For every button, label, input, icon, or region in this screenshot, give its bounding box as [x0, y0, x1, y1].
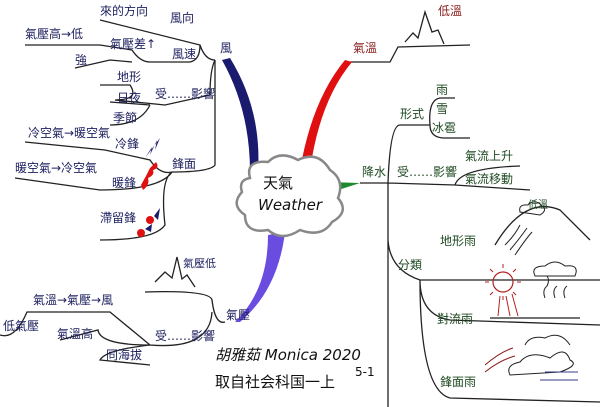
- temperature-mountain-note: 低溫: [438, 4, 463, 18]
- low-pressure-label: 低氣壓: [3, 319, 40, 333]
- branch-temperature: [300, 60, 352, 170]
- cold-front-label: 冷鋒: [115, 137, 140, 151]
- orographic-rain-label: 地形雨: [440, 234, 477, 248]
- wind-influence-label: 受……影響: [155, 87, 216, 101]
- convective-rain-label: 對流雨: [437, 312, 474, 326]
- stationary-front-red-1: [146, 216, 154, 224]
- mountain-orographic: [494, 205, 591, 246]
- wind-influence-item: 季節: [113, 111, 138, 125]
- orographic-note: 低溫: [528, 200, 548, 211]
- branch-line-temperature: [350, 44, 471, 63]
- wind-direction-detail: 來的方向: [100, 4, 149, 18]
- branch-line-wind: [25, 19, 216, 69]
- wind-speed-cause: 氣壓高→低: [25, 27, 84, 41]
- branch-wind: [222, 58, 259, 172]
- wind-speed-label: 風速: [172, 47, 197, 61]
- front-clouds-icon: [508, 334, 574, 376]
- stationary-front-red-2: [137, 229, 145, 237]
- sun-rays: [485, 264, 521, 317]
- fronts-label: 鋒面: [172, 157, 197, 171]
- wind-label: 風: [220, 41, 233, 55]
- cold-air-arrows: [540, 371, 578, 381]
- wind-direction-label: 風向: [170, 11, 195, 25]
- warm-air-arrows: [484, 347, 516, 373]
- mountain-temperature: [404, 9, 445, 45]
- wind-influence-item: 地形: [117, 70, 142, 84]
- branch-pressure: [235, 232, 285, 322]
- pressure-label: 氣壓: [226, 308, 251, 322]
- signature-page: 5-1: [355, 365, 375, 379]
- signature-source: 取自社会科国一上: [215, 373, 336, 391]
- precipitation-label: 降水: [362, 165, 387, 179]
- forms-label: 形式: [400, 107, 425, 121]
- same-altitude-label: 同海拔: [106, 348, 143, 362]
- wind-speed-detail: 氣壓差↑: [110, 37, 157, 51]
- sun-icon: [492, 271, 514, 293]
- branch-line-pressure: [0, 291, 226, 366]
- pressure-chain: 氣溫→氣壓→風: [33, 293, 114, 307]
- cold-front-detail: 冷空氣→暖空氣: [28, 126, 111, 140]
- form-item: 雪: [436, 102, 449, 116]
- wind-arrows-orographic: [504, 224, 533, 256]
- rain-cloud-icon: [519, 201, 546, 216]
- center-subtitle: Weather: [258, 196, 323, 214]
- pressure-influence-label: 受……影響: [155, 329, 216, 343]
- stationary-front-label: 滯留鋒: [100, 211, 137, 225]
- wind-influence-item: 日夜: [117, 91, 142, 105]
- center-title: 天氣: [263, 174, 294, 192]
- frontal-rain-label: 鋒面雨: [440, 375, 477, 389]
- warm-front-label: 暖鋒: [112, 176, 137, 190]
- storm-cloud-icon: [533, 261, 577, 299]
- influence-item: 氣流上升: [465, 149, 514, 163]
- types-label: 分類: [398, 258, 423, 272]
- pressure-mountain-note: 氣壓低: [183, 257, 216, 270]
- warm-front-symbol: [141, 162, 158, 190]
- precipitation-influence-label: 受……影響: [397, 165, 458, 179]
- form-item: 雨: [436, 83, 449, 97]
- branch-line-precipitation: [360, 97, 600, 407]
- high-temp-label: 氣溫高: [57, 327, 94, 341]
- mountain-pressure: [154, 256, 196, 288]
- signature-author: 胡雅茹 Monica 2020: [215, 346, 361, 364]
- influence-item: 氣流移動: [465, 172, 514, 186]
- temperature-label: 氣溫: [353, 41, 378, 55]
- wind-speed-result: 強: [75, 53, 88, 67]
- cold-front-symbol: [145, 138, 160, 158]
- warm-front-detail: 暖空氣→冷空氣: [15, 161, 98, 175]
- center-cloud: [235, 154, 345, 238]
- branch-line-wind-influence: [100, 59, 216, 126]
- stationary-front-blue: [145, 208, 160, 232]
- form-item: 冰雹: [432, 121, 457, 135]
